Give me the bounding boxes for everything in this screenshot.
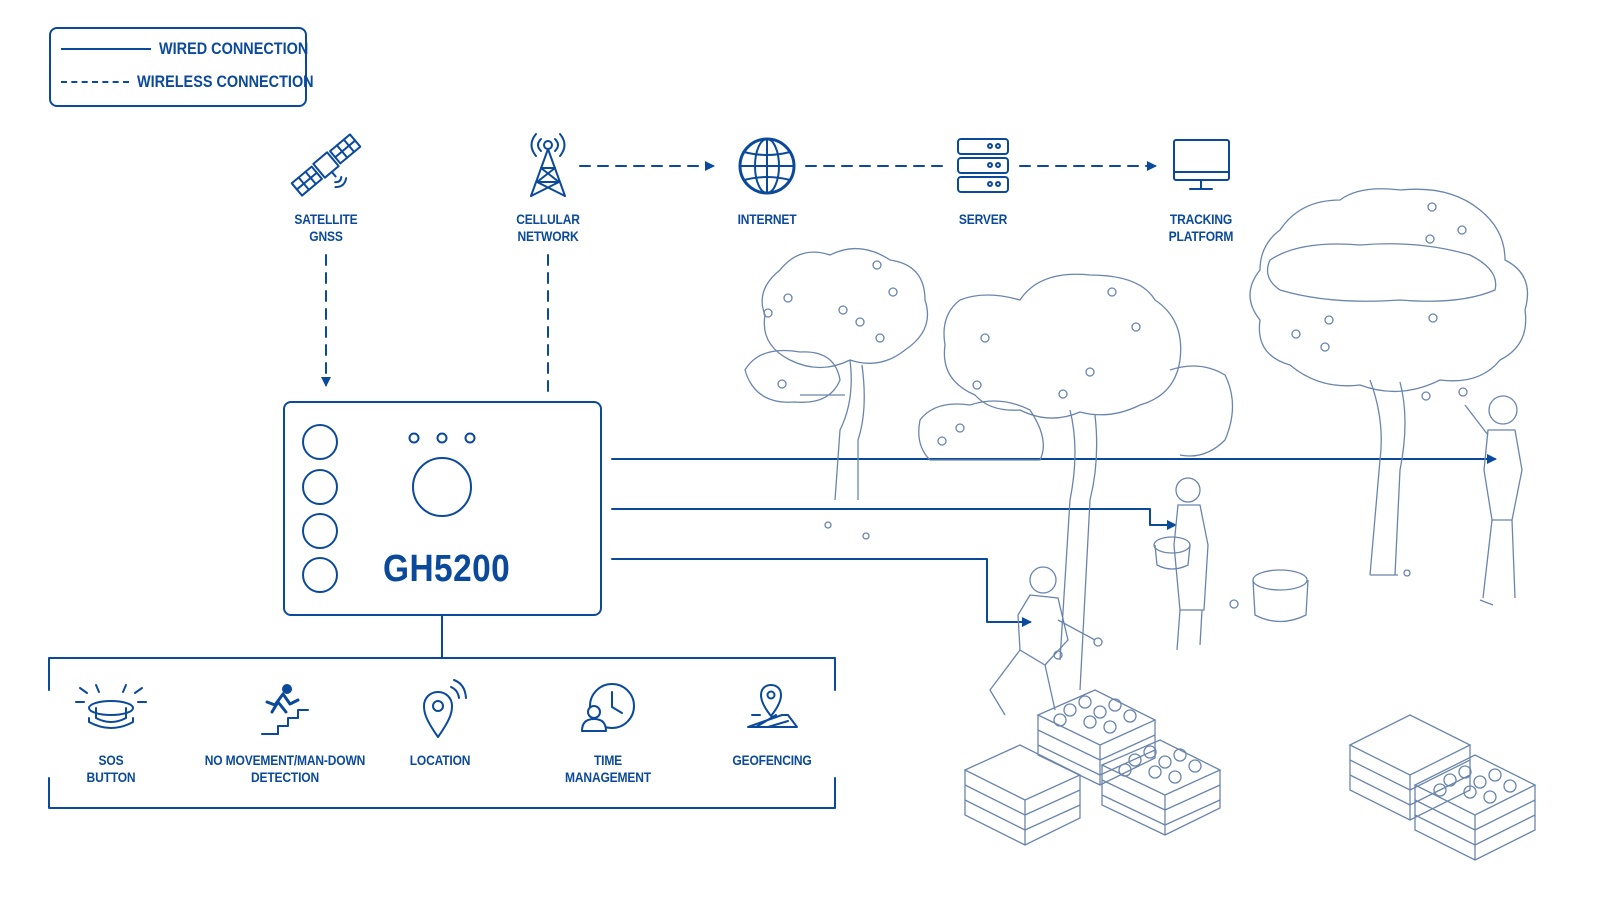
legend-wired-label: WIRED CONNECTION [159, 39, 309, 58]
time-management-icon [581, 683, 635, 732]
feature-man-down-label: NO MOVEMENT/MAN-DOWN DETECTION [203, 752, 366, 786]
wireless-line-sample [61, 81, 129, 83]
device-button [302, 469, 338, 505]
satellite-label-line2: GNSS [309, 228, 343, 244]
device-button [302, 557, 338, 593]
device-led [464, 432, 476, 444]
sos-button-icon [75, 684, 147, 729]
crate [1413, 754, 1537, 861]
monitor-icon [1173, 139, 1230, 190]
cellular-label-line1: CELLULAR [516, 211, 580, 227]
crate [1100, 739, 1222, 836]
satellite-label-line1: SATELLITE [294, 211, 358, 227]
legend-wireless: WIRELESS CONNECTION [61, 72, 345, 92]
server-icon [957, 138, 1009, 193]
feature-panel [48, 657, 836, 809]
satellite-icon [290, 133, 362, 197]
feature-label-line1: NO MOVEMENT/MAN-DOWN [204, 752, 366, 768]
tree [744, 247, 929, 501]
wired-line-sample [61, 48, 151, 50]
cellular-label: CELLULAR NETWORK [514, 211, 583, 245]
device-led [436, 432, 448, 444]
worker-figure [1153, 477, 1309, 651]
worker-figure [989, 566, 1103, 716]
device-button [302, 513, 338, 549]
feature-label-line2: MANAGEMENT [565, 769, 651, 785]
device-led [408, 432, 420, 444]
feature-sos-label: SOS BUTTON [68, 752, 154, 786]
tree [1249, 188, 1529, 577]
feature-time-label: TIME MANAGEMENT [565, 752, 651, 786]
cell-tower-icon [530, 133, 566, 197]
feature-label-line1: LOCATION [409, 752, 471, 768]
feature-label-line2: BUTTON [86, 769, 136, 785]
wired-link-worker-2 [611, 508, 1177, 530]
platform-label-line1: TRACKING [1169, 211, 1233, 227]
geofence-icon [747, 684, 798, 728]
legend-wired: WIRED CONNECTION [61, 39, 335, 59]
feature-label-line2: DETECTION [250, 769, 320, 785]
device-button [302, 424, 338, 460]
legend-wireless-label: WIRELESS CONNECTION [137, 72, 314, 91]
wired-link-worker-3 [611, 558, 1032, 627]
crate [1036, 689, 1157, 786]
crate [1348, 714, 1472, 821]
crate [963, 744, 1082, 846]
server-label: SERVER [949, 211, 1018, 228]
globe-icon [738, 137, 796, 195]
satellite-label: SATELLITE GNSS [292, 211, 361, 245]
man-down-icon [261, 684, 309, 735]
feature-label-line1: TIME [593, 752, 623, 768]
legend: WIRED CONNECTION WIRELESS CONNECTION [49, 27, 314, 107]
platform-label-line2: PLATFORM [1168, 228, 1234, 244]
feature-location-label: LOCATION [397, 752, 483, 769]
worker-figure [1464, 395, 1523, 606]
device-name: GH5200 [383, 548, 511, 590]
server-label-line1: SERVER [958, 211, 1008, 227]
internet-label-line1: INTERNET [737, 211, 797, 227]
internet-label: INTERNET [733, 211, 802, 228]
platform-label: TRACKING PLATFORM [1158, 211, 1244, 245]
orchard-illustration [744, 188, 1537, 861]
feature-geofencing-label: GEOFENCING [729, 752, 815, 769]
cellular-label-line2: NETWORK [517, 228, 579, 244]
feature-label-line1: SOS [98, 752, 124, 768]
feature-label-line1: GEOFENCING [732, 752, 812, 768]
location-pin-icon [423, 679, 467, 738]
tree [824, 273, 1234, 691]
device-main-button [412, 457, 472, 517]
